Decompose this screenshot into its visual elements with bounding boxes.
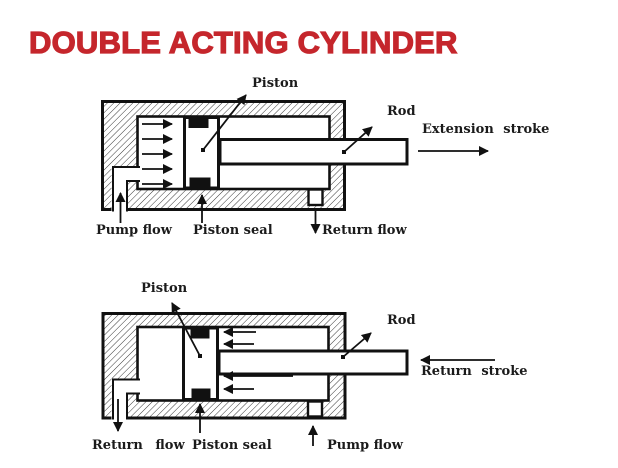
stroke-direction-label: Return stroke: [421, 364, 528, 379]
piston-seal-bottom: [191, 388, 211, 401]
rod-label: Rod: [387, 104, 416, 119]
piston-leader-arrow: [202, 94, 247, 151]
flow-arrows: [223, 327, 293, 394]
rod-leader-arrow: [342, 332, 372, 358]
piston-leader-dot: [198, 354, 202, 358]
piston-leader-dot: [201, 148, 205, 152]
return-flow-label: Return flow: [92, 438, 185, 453]
piston-label: Piston: [252, 76, 299, 91]
return-port-channel-outline: [112, 378, 140, 420]
extension-stroke-drawing: [101, 94, 489, 234]
rod-leader-dot: [341, 355, 345, 359]
cylinder-bore: [136, 325, 330, 402]
rod-leader-dot: [342, 150, 346, 154]
return-port: [307, 188, 324, 207]
piston-rod: [217, 349, 409, 376]
return-port-channel: [111, 378, 140, 420]
cylinder-bore: [136, 115, 331, 191]
pump-port: [306, 400, 324, 418]
page-title: DOUBLE ACTING CYLINDER: [28, 24, 458, 60]
return-stroke-drawing: [101, 302, 495, 446]
rod-leader-arrow: [343, 126, 373, 153]
pump-flow-label: Pump flow: [96, 223, 172, 238]
piston: [183, 116, 220, 190]
rod-label: Rod: [387, 313, 416, 328]
cylinder-body: [101, 100, 346, 211]
piston-seal-top: [190, 327, 210, 339]
return-flow-label: Return flow: [322, 223, 407, 238]
piston-rod: [218, 138, 409, 166]
stroke-direction-label: Extension stroke: [422, 122, 550, 137]
piston-seal-label: Piston seal: [193, 223, 273, 238]
pump-flow-label: Pump flow: [327, 438, 403, 453]
piston: [182, 326, 219, 401]
piston-seal-top: [188, 116, 209, 128]
piston-seal-label: Piston seal: [192, 438, 272, 453]
cylinder-body: [101, 312, 347, 420]
piston-leader-arrow: [171, 302, 201, 357]
flow-arrows: [142, 119, 173, 189]
piston-seal-bottom: [189, 177, 211, 190]
pump-port-channel: [111, 166, 140, 212]
pump-port-channel-outline: [112, 166, 140, 212]
piston-label: Piston: [141, 281, 188, 296]
